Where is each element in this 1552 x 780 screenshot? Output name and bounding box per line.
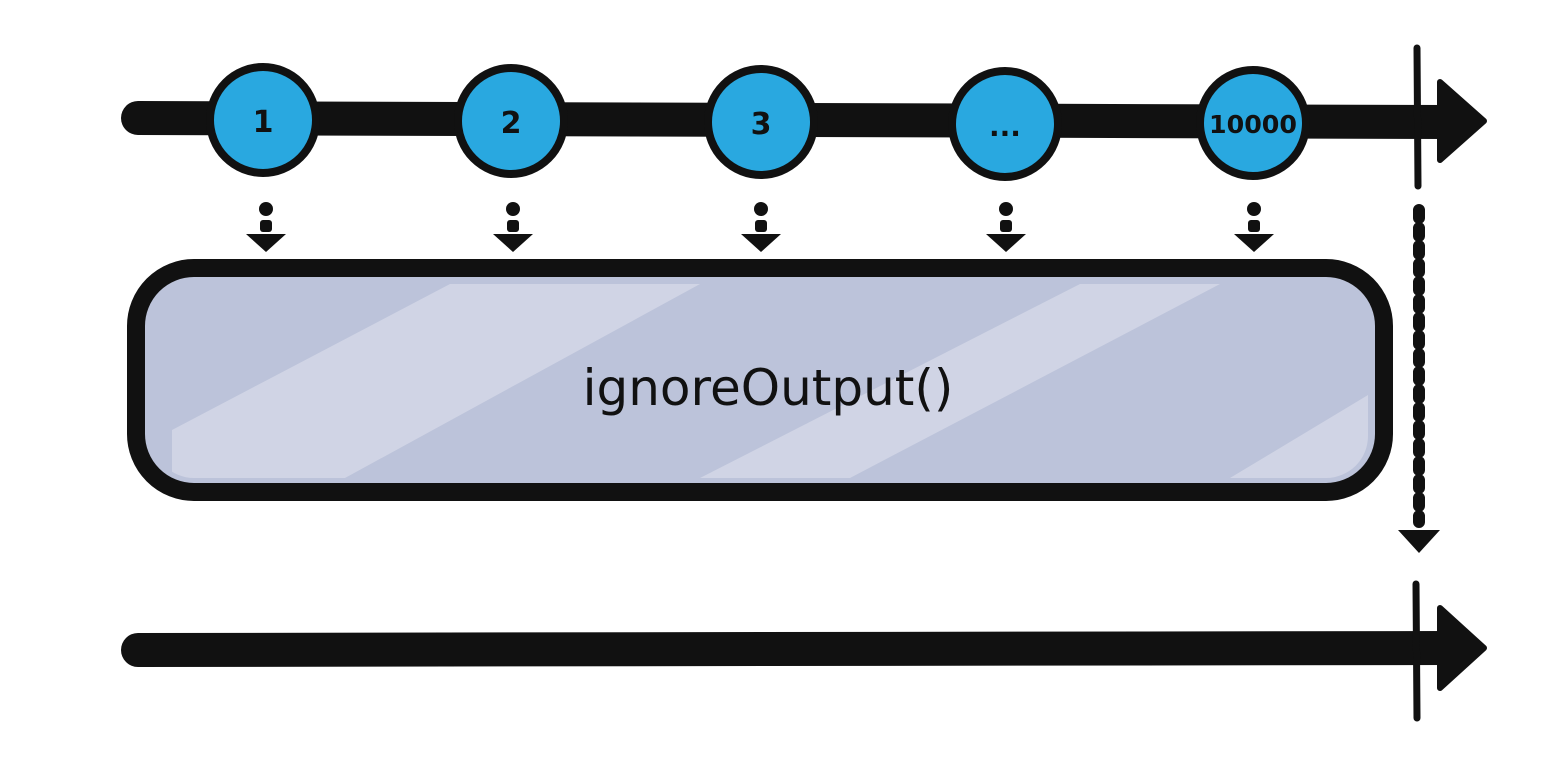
operator-label: ignoreOutput() [583, 359, 954, 417]
dotted-arrow-down-icon [1234, 202, 1274, 252]
marble-label: 10000 [1209, 110, 1297, 139]
source-timeline-arrowhead [1437, 79, 1487, 163]
marble: 3 [704, 65, 818, 179]
operator-box: ignoreOutput() [127, 259, 1393, 501]
input-arrows [246, 202, 1274, 252]
marble-label: 1 [253, 105, 274, 140]
result-timeline-arrowhead [1437, 605, 1487, 691]
result-timeline-line [121, 631, 1465, 667]
completion-arrow [1398, 204, 1440, 553]
marble-label: 2 [501, 106, 522, 141]
marble: 2 [454, 64, 568, 178]
dotted-arrow-down-icon [493, 202, 533, 252]
dotted-arrow-down-icon [246, 202, 286, 252]
marble: 10000 [1196, 66, 1310, 180]
result-timeline [121, 580, 1487, 722]
source-completion-marker [1413, 44, 1422, 190]
dotted-arrow-down-icon [986, 202, 1026, 252]
operator-stripes [172, 284, 1368, 478]
marble-label: 3 [751, 107, 772, 142]
arrow-down-icon [1398, 530, 1440, 553]
dotted-arrow-down-icon [741, 202, 781, 252]
source-marbles: 1 2 3 ... 10000 [206, 63, 1310, 181]
result-completion-marker [1412, 580, 1421, 722]
marble: 1 [206, 63, 320, 177]
marble: ... [948, 67, 1062, 181]
marble-label: ... [989, 110, 1021, 143]
